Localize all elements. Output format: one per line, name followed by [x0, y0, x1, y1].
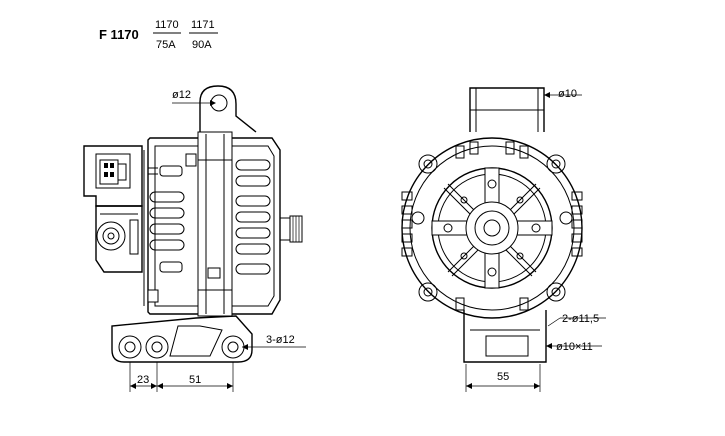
dim-mount-holes-front: 2-ø11,5 [562, 313, 599, 325]
dim-width-55: 55 [497, 371, 509, 383]
front-view: ø10 2-ø11,5 ø10×11 55 [401, 87, 606, 392]
dim-top-hole: ø12 [172, 89, 191, 101]
lower-mounting-bracket [111, 315, 253, 363]
outer-bolt-bosses [411, 154, 573, 302]
dim-spacing-23: 23 [137, 374, 149, 386]
front-dimensions: ø10 2-ø11,5 ø10×11 55 [465, 88, 606, 392]
model-header: F 1170 1170 75A 1171 90A [99, 19, 218, 51]
dim-top-lug-hole: ø10 [558, 88, 577, 100]
rear-cooling-slots [149, 165, 185, 273]
spoke-bolt-holes [443, 179, 541, 277]
variant-2-code: 1171 [191, 19, 215, 31]
top-mounting-ear [199, 85, 257, 133]
front-cooling-slots [235, 159, 271, 275]
shaft-bore [483, 219, 501, 237]
model-number: F 1170 [99, 27, 139, 42]
side-view: ø12 3-ø12 23 51 [83, 85, 306, 392]
variant-2-current: 90A [192, 39, 212, 51]
pulley-shaft [279, 215, 303, 243]
variant-1-code: 1170 [155, 19, 179, 31]
front-housing-fins [401, 141, 583, 311]
hub-outer [465, 201, 519, 255]
dim-spacing-51: 51 [189, 374, 201, 386]
central-rib [197, 131, 233, 317]
terminal-studs [147, 153, 221, 303]
variant-1-current: 75A [156, 39, 176, 51]
side-dimensions: ø12 3-ø12 23 51 [129, 89, 306, 392]
plug-connector [83, 145, 143, 207]
dim-slot: ø10×11 [556, 341, 593, 353]
dim-mount-holes: 3-ø12 [266, 334, 295, 346]
bottom-lug [463, 310, 547, 363]
housing-outline [147, 137, 281, 315]
regulator-housing [95, 205, 143, 273]
bottom-slot [485, 335, 529, 357]
housing-inner-outline [154, 145, 275, 307]
hub-middle [474, 210, 510, 246]
